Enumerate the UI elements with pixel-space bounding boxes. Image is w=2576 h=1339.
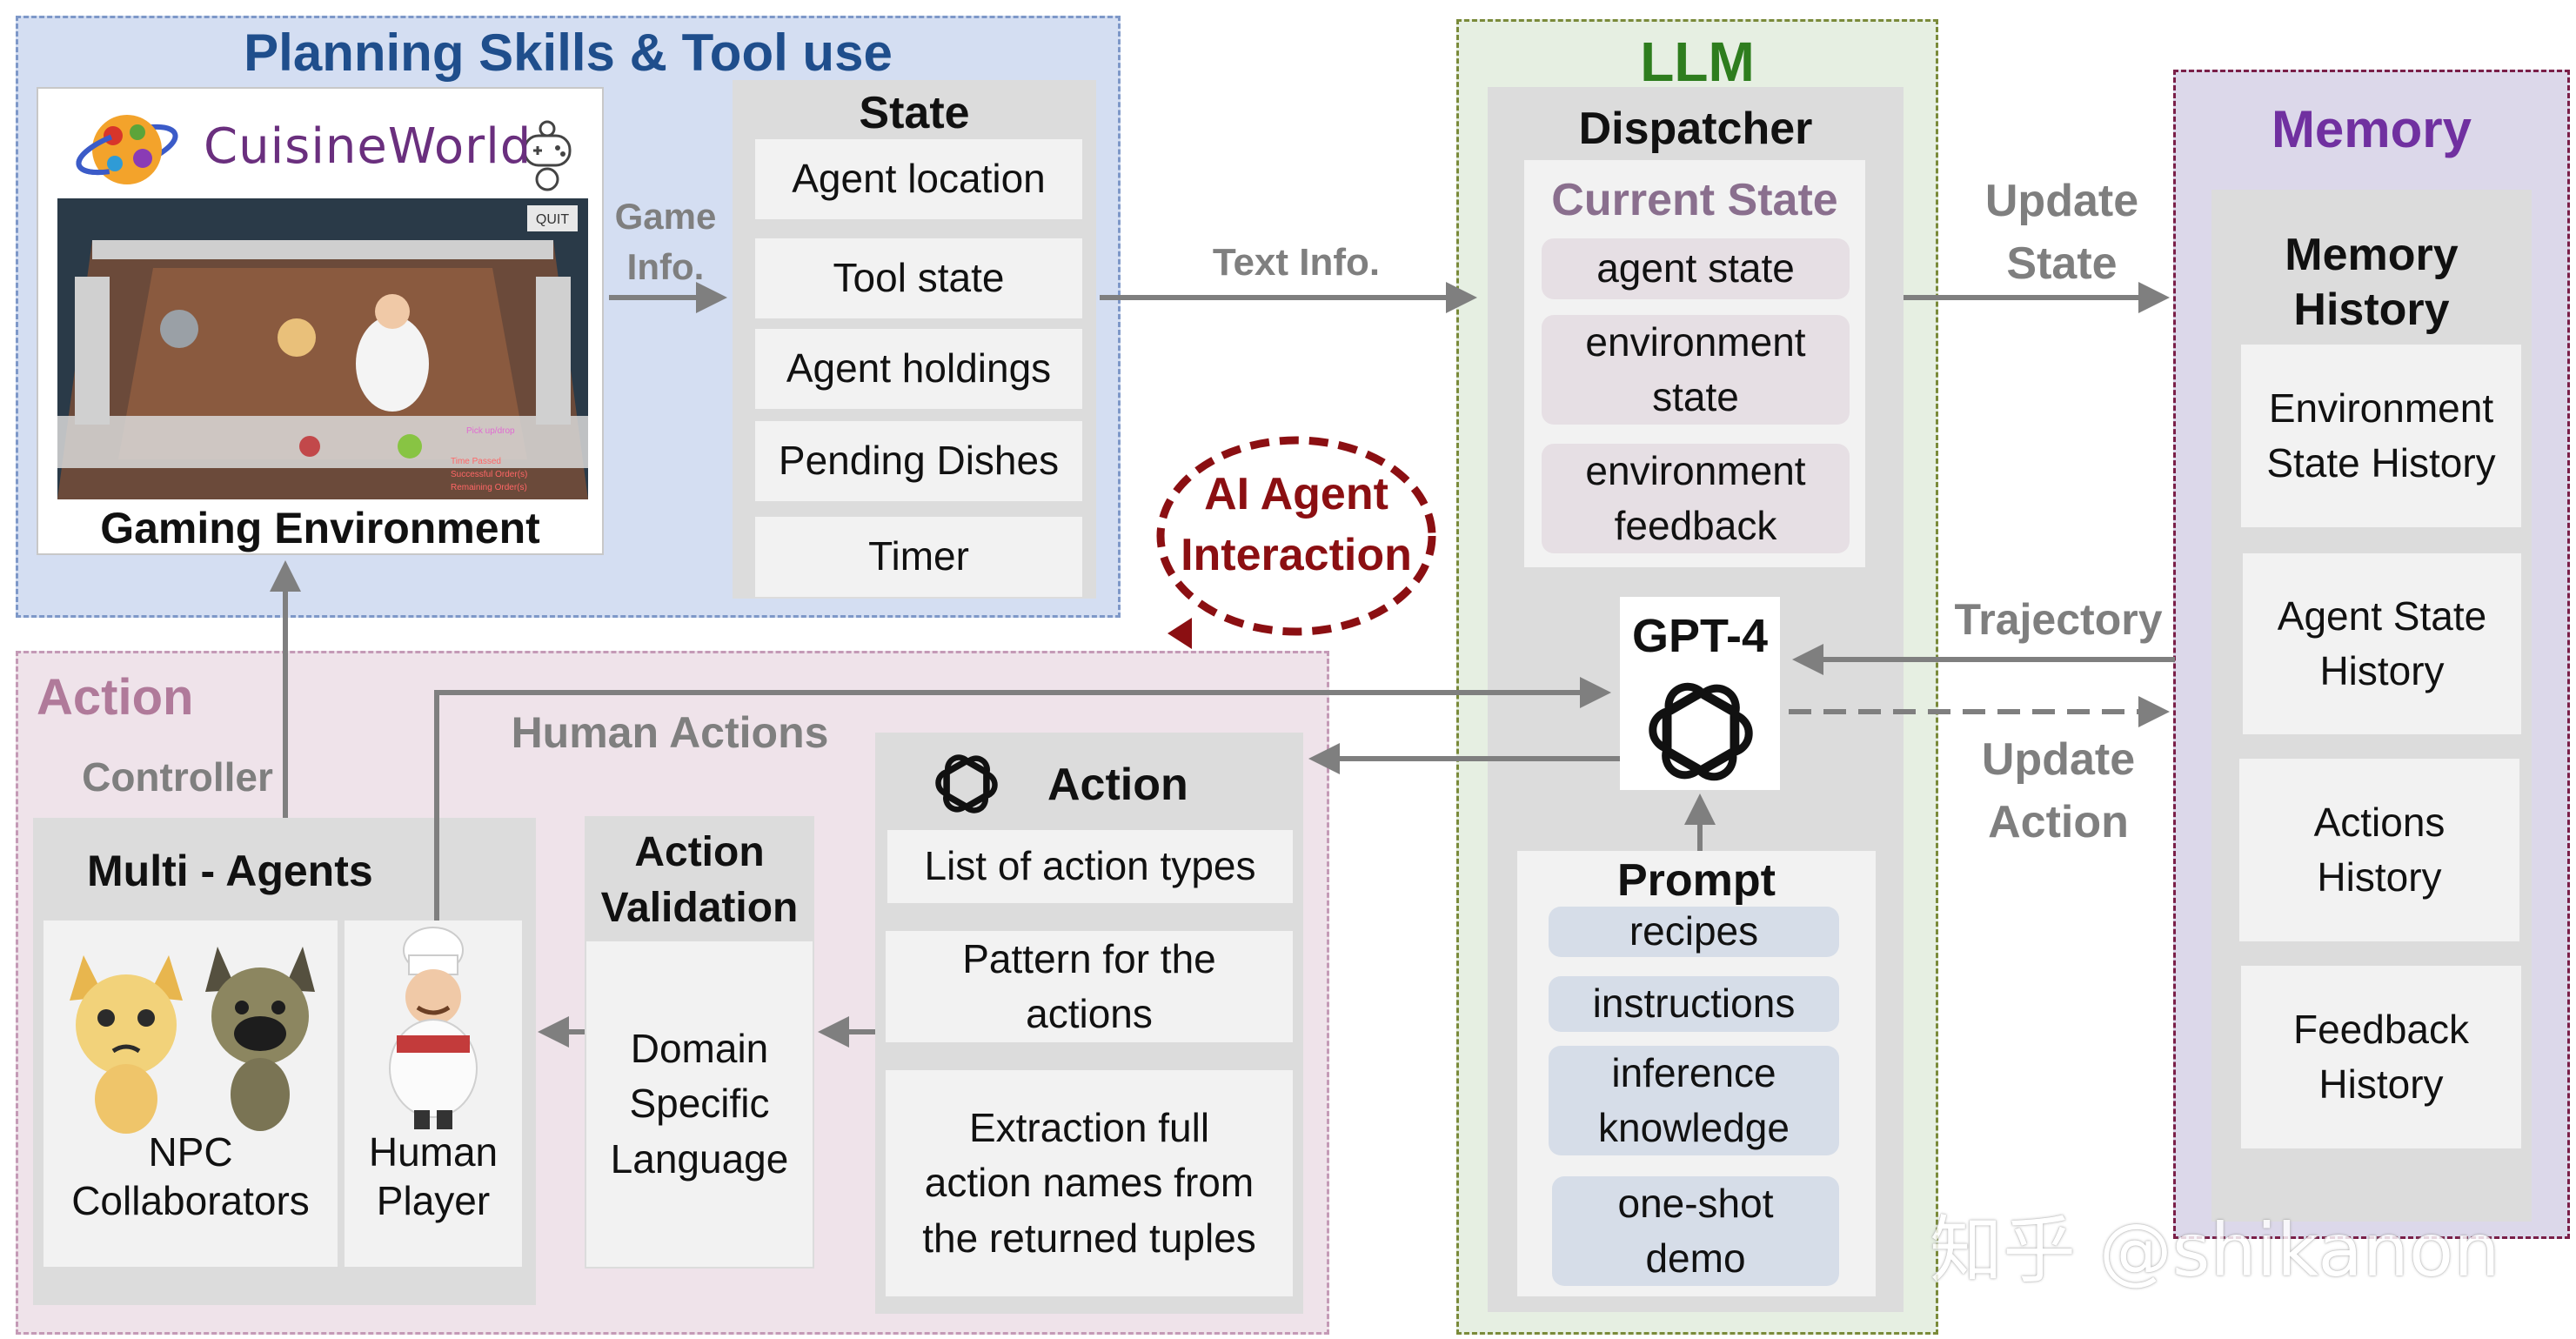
openai-small-icon: [929, 746, 1004, 821]
npc-collaborators-label: NPC Collaborators: [71, 1129, 310, 1224]
domain-specific-language: Domain Specific Language: [586, 941, 813, 1267]
state-item-tool-state: Tool state: [755, 238, 1082, 318]
cuisineworld-logo: CuisineWorld: [73, 101, 578, 197]
action-region-title: Action: [37, 669, 194, 726]
state-title: State: [859, 88, 970, 138]
planet-logo-icon: [76, 115, 572, 191]
action-list-of-types: List of action types: [887, 830, 1293, 903]
kitchen-scene-image: QUIT Pick up/drop Time Passed Successful…: [57, 198, 588, 499]
action-validation-title: Action Validation: [600, 829, 799, 932]
arrow-human-to-gpt: [434, 677, 1611, 921]
game-info-label: Game Info.: [614, 196, 717, 287]
state-item-pending-dishes: Pending Dishes: [755, 421, 1082, 501]
watermark: 知乎 @shikanon: [1930, 1208, 2500, 1293]
memory-feedback-history: Feedback History: [2241, 966, 2521, 1148]
ai-agent-interaction-label: AI Agent Interaction: [1181, 469, 1412, 580]
prompt-inference-knowledge: inference knowledge: [1549, 1046, 1839, 1155]
human-actions-label: Human Actions: [511, 708, 829, 757]
action-panel-title: Action: [1047, 760, 1188, 810]
planning-title: Planning Skills & Tool use: [244, 23, 893, 82]
game-screenshot: QUIT Pick up/drop Time Passed Successful…: [57, 198, 588, 499]
human-player-label: Human Player: [368, 1129, 498, 1224]
gpt4-label: GPT-4: [1631, 610, 1769, 662]
prompt-recipes: recipes: [1549, 907, 1839, 957]
svg-text:Successful Order(s): Successful Order(s): [451, 470, 527, 479]
update-action-label: Update Action: [1981, 734, 2136, 847]
ai-agent-interaction-bubble: AI Agent Interaction: [1150, 425, 1442, 659]
memory-environment-state-history: Environment State History: [2241, 345, 2521, 527]
action-extraction: Extraction full action names from the re…: [886, 1070, 1293, 1296]
action-pattern: Pattern for the actions: [886, 931, 1293, 1042]
prompt-instructions: instructions: [1549, 976, 1839, 1032]
npc-collaborators-card: NPC Collaborators: [43, 921, 338, 1267]
current-state-agent-state: agent state: [1542, 238, 1850, 299]
svg-text:QUIT: QUIT: [536, 212, 569, 227]
cat-agents-image: [70, 947, 315, 1134]
controller-label: Controller: [82, 754, 273, 800]
trajectory-label: Trajectory: [1954, 595, 2163, 644]
svg-text:Time Passed: Time Passed: [451, 457, 501, 466]
dispatcher-title: Dispatcher: [1578, 104, 1813, 154]
llm-title: LLM: [1640, 30, 1755, 93]
memory-history-title: Memory History: [2285, 230, 2459, 336]
openai-logo-icon: [1637, 668, 1764, 795]
multi-agents-title: Multi - Agents: [87, 847, 373, 895]
logo-text: CuisineWorld: [204, 118, 532, 175]
game-environment-card: CuisineWorld QUIT Pick up/drop Time Pass…: [37, 87, 604, 555]
memory-title: Memory: [2271, 100, 2472, 158]
text-info-label: Text Info.: [1212, 241, 1381, 284]
prompt-one-shot-demo: one-shot demo: [1552, 1176, 1839, 1286]
state-item-agent-location: Agent location: [755, 139, 1082, 219]
memory-actions-history: Actions History: [2239, 759, 2519, 941]
state-item-timer: Timer: [755, 517, 1082, 597]
human-player-card: Human Player: [345, 921, 522, 1267]
svg-text:Pick up/drop: Pick up/drop: [466, 426, 515, 436]
memory-agent-state-history: Agent State History: [2243, 553, 2521, 734]
current-state-environment-feedback: environment feedback: [1542, 444, 1850, 553]
update-state-label: Update State: [1984, 176, 2139, 289]
prompt-title: Prompt: [1617, 855, 1776, 906]
chef-image: [389, 927, 478, 1129]
gaming-environment-label: Gaming Environment: [100, 504, 540, 552]
current-state-environment-state: environment state: [1542, 315, 1850, 425]
current-state-title: Current State: [1551, 175, 1838, 225]
state-item-agent-holdings: Agent holdings: [755, 329, 1082, 409]
gamepad-icon: [523, 120, 572, 191]
svg-text:Remaining Order(s): Remaining Order(s): [451, 483, 527, 492]
